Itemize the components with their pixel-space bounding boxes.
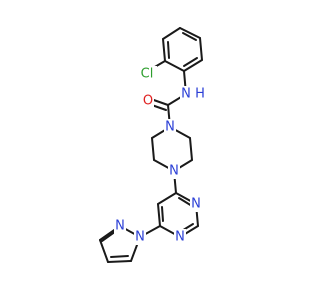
atom-cl-bg <box>137 66 157 82</box>
atom-o: O <box>142 93 154 109</box>
atom-nh: N H <box>180 86 206 102</box>
atom-n-pyrimidine-1-bg <box>190 196 202 212</box>
atom-nh-h-label: H <box>195 87 205 102</box>
atom-n-piperazine-bottom-label: N <box>169 164 179 179</box>
bond <box>199 37 203 61</box>
bond <box>178 197 193 207</box>
atom-n-pyrimidine-2: N <box>174 229 186 245</box>
bond <box>162 38 166 62</box>
atom-nh-h-bg <box>194 86 206 102</box>
bond <box>179 27 201 39</box>
bond <box>110 255 129 258</box>
atom-cl-label: Cl <box>141 67 154 82</box>
atom-nh-n-label: N <box>181 87 191 102</box>
bond <box>167 41 170 59</box>
bond <box>189 137 193 161</box>
bond <box>157 192 177 205</box>
bond <box>164 60 185 72</box>
atom-nh-bg <box>180 86 192 102</box>
atom-n-pyrazole-2-label: N <box>115 219 125 234</box>
atom-n-piperazine-bottom: N <box>168 163 180 179</box>
bond <box>151 137 155 161</box>
atom-n-piperazine-bottom-bg <box>168 163 180 179</box>
bond <box>182 32 197 41</box>
bond <box>107 260 132 263</box>
canvas-background <box>0 0 300 300</box>
atom-o-label: O <box>143 94 153 109</box>
atom-n-piperazine-top-label: N <box>165 120 175 135</box>
atom-n-pyrazole-1-bg <box>134 229 146 245</box>
bond <box>157 203 161 227</box>
molecule-structure-diagram: Cl N H O N N N N N <box>0 0 300 300</box>
atom-n-pyrazole-2-bg <box>114 218 126 234</box>
atom-n-piperazine-top-bg <box>164 119 176 135</box>
bond <box>101 230 117 242</box>
atom-n-pyrazole-1: N <box>134 229 146 245</box>
atom-cl: Cl <box>137 66 157 82</box>
atom-labels: Cl N H O N N N N N <box>114 66 206 245</box>
atom-n-pyrazole-1-label: N <box>135 230 145 245</box>
atom-n-piperazine-top: N <box>164 119 176 135</box>
atom-n-pyrazole-2: N <box>114 218 126 234</box>
bond <box>161 206 164 222</box>
atom-n-pyrimidine-2-bg <box>174 229 186 245</box>
bond <box>183 57 198 67</box>
bond <box>162 27 181 40</box>
atom-n-pyrimidine-1-label: N <box>191 197 201 212</box>
atom-o-bg <box>142 93 154 109</box>
atom-n-pyrimidine-1: N <box>190 196 202 212</box>
atom-n-pyrimidine-2-label: N <box>175 230 185 245</box>
bond <box>183 59 203 72</box>
bond <box>99 239 109 263</box>
